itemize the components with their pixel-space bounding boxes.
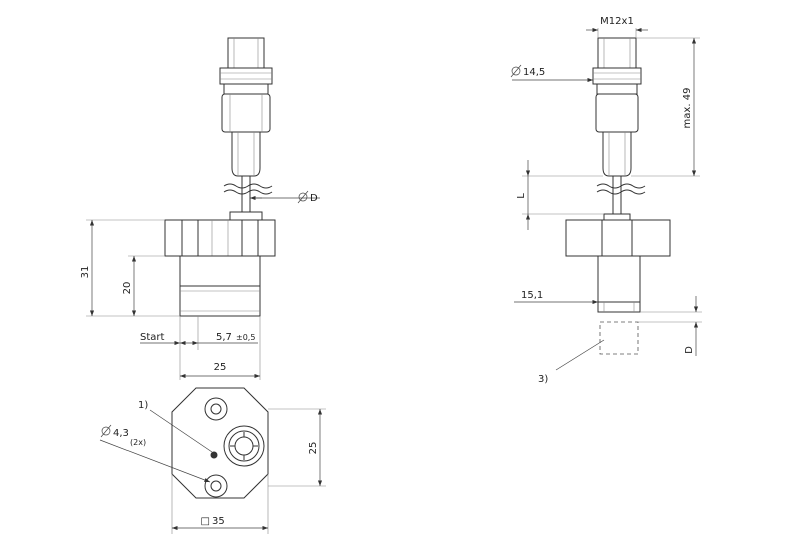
dia-14-5-label: 14,5 (523, 67, 545, 78)
note-3-label: 3) (538, 374, 548, 385)
dim-d-side-label: D (684, 346, 695, 354)
target-outline (599, 321, 639, 355)
dim-25-front-label: 25 (214, 362, 227, 373)
dim-15-1-label: 15,1 (521, 290, 543, 301)
dim-5-7-label: 5,7 (216, 332, 232, 343)
dim-35-label: 35 (212, 516, 225, 527)
top-view: 1) 4,3 (2x) 25 □ 35 (99, 387, 326, 534)
m12-socket (223, 425, 265, 467)
side-body (565, 219, 671, 355)
top-dimensions: 1) 4,3 (2x) 25 □ 35 (99, 400, 326, 534)
led-indicator (210, 451, 218, 459)
side-connector (592, 37, 642, 177)
thread-label: M12x1 (600, 16, 634, 27)
dim-31-label: 31 (80, 266, 91, 279)
side-view: M12x1 max. 49 14,5 L 15,1 D 3) (510, 16, 702, 385)
dim-25-top-label: 25 (308, 442, 319, 455)
hex-flange-outline (171, 387, 269, 499)
len-l-label: L (516, 193, 527, 199)
dim-5-7-tolerance: ±0,5 (236, 333, 255, 342)
side-dimensions: M12x1 max. 49 14,5 L 15,1 D 3) (510, 16, 702, 385)
front-body (164, 219, 276, 317)
front-dimensions: 31 20 Start 5,7 ±0,5 25 D (80, 190, 320, 380)
note-1-label: 1) (138, 400, 148, 411)
front-connector (219, 37, 273, 177)
side-cable (596, 176, 646, 221)
dia-d-label: D (310, 193, 318, 204)
hole-dia-label: 4,3 (113, 428, 129, 439)
front-view: 31 20 Start 5,7 ±0,5 25 D (80, 37, 320, 380)
hole-count-label: (2x) (130, 438, 146, 447)
max-49-label: max. 49 (682, 88, 693, 129)
start-label: Start (140, 332, 165, 343)
dim-20-label: 20 (122, 282, 133, 295)
square-symbol: □ (201, 516, 210, 527)
